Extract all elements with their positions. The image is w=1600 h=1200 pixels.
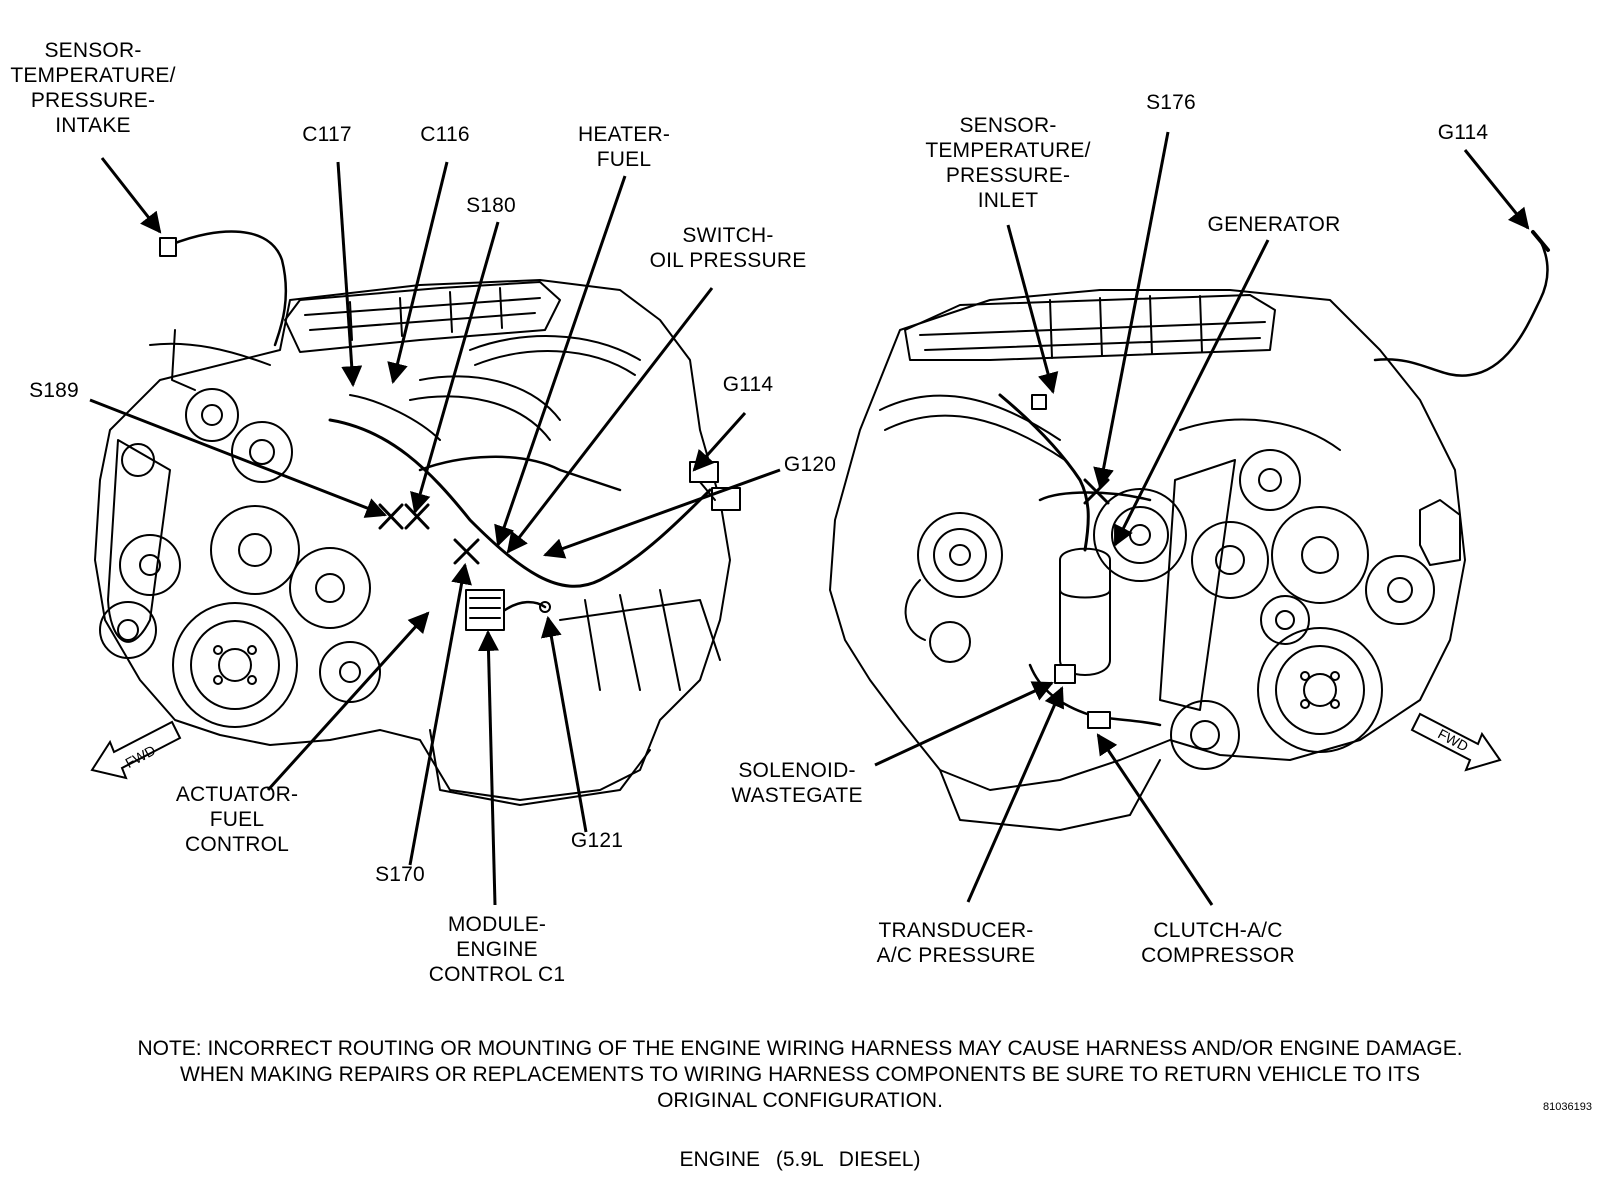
fwd-arrow-left: FWD (90, 720, 182, 780)
label-s176: S176 (1146, 91, 1196, 114)
leader-s189 (89, 398, 387, 518)
label-generator: GENERATOR (1207, 213, 1341, 236)
leader-g120 (543, 468, 781, 559)
label-c116: C116 (420, 123, 470, 146)
leader-g121 (540, 615, 588, 833)
leader-s170 (408, 562, 472, 866)
right-engine-illustration (829, 230, 1550, 831)
figure-id: 81036193 (1543, 1101, 1592, 1113)
label-s180: S180 (466, 194, 516, 217)
leader-sensor-intake (100, 157, 162, 234)
figure-caption: ENGINE (5.9L DIESEL) (679, 1148, 921, 1171)
leader-solenoid (874, 681, 1054, 767)
label-switch-oil-pressure: SWITCH-OIL PRESSURE (649, 224, 807, 272)
leader-sensor-inlet (1006, 224, 1059, 395)
wiring-note: NOTE: INCORRECT ROUTING OR MOUNTING OF T… (137, 1037, 1463, 1112)
label-g120: G120 (783, 453, 837, 476)
leader-module (477, 629, 499, 906)
leader-g114-right (1463, 149, 1530, 230)
callout-leaders (89, 131, 1530, 906)
left-engine-illustration (94, 230, 741, 806)
leader-s176 (1093, 131, 1170, 490)
label-heater-fuel: HEATER-FUEL (577, 123, 671, 171)
leader-g114-left (692, 411, 747, 472)
leader-actuator (266, 611, 430, 792)
leader-c117 (336, 161, 363, 388)
leader-clutch (1096, 733, 1214, 906)
label-s189: S189 (29, 379, 79, 402)
label-s170: S170 (375, 863, 425, 886)
label-c117: C117 (302, 123, 352, 146)
fwd-arrow-right: FWD (1410, 712, 1502, 772)
label-solenoid-wastegate: SOLENOID-WASTEGATE (731, 759, 863, 807)
label-g114-right: G114 (1437, 121, 1489, 144)
label-g121: G121 (570, 829, 624, 852)
leader-switch-oil (506, 287, 714, 554)
leader-s180 (410, 221, 500, 515)
label-sensor-temp-pressure-inlet: SENSOR-TEMPERATURE/PRESSURE-INLET (925, 114, 1091, 212)
leader-transducer (966, 686, 1065, 903)
label-transducer-ac-pressure: TRANSDUCER-A/C PRESSURE (876, 919, 1036, 967)
label-sensor-temp-pressure-intake: SENSOR-TEMPERATURE/PRESSURE-INTAKE (10, 39, 176, 137)
leader-generator (1113, 239, 1270, 547)
label-g114-left: G114 (722, 373, 774, 396)
leader-heater-fuel (494, 175, 627, 547)
leader-c116 (387, 161, 449, 385)
